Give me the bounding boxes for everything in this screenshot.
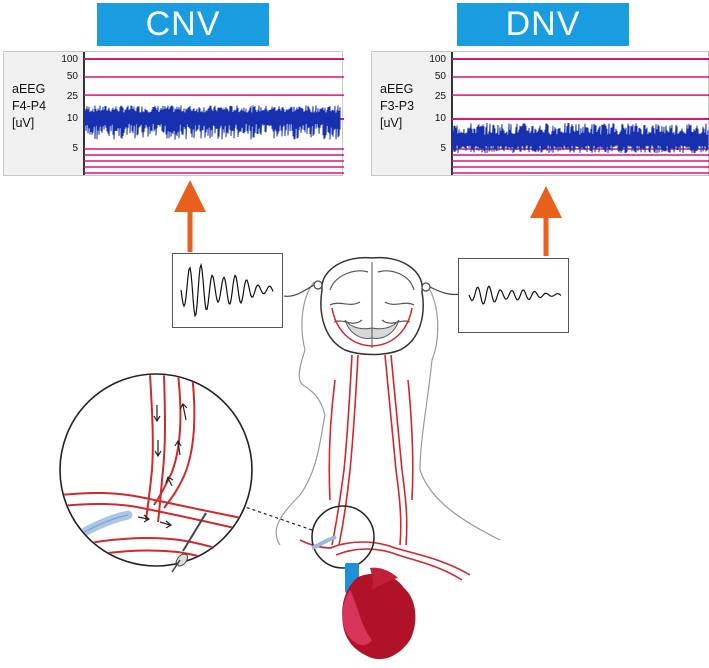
- eeg-wave-box-left: [172, 253, 283, 328]
- aeeg-panel-dnv: aEEG F3-P3 [uV] 100 50 25 10 5: [371, 51, 709, 176]
- cnv-title: CNV: [97, 3, 269, 46]
- vessel-network: [299, 354, 471, 581]
- aeeg-label-line: aEEG: [12, 82, 46, 96]
- aeeg-label-line: [uV]: [12, 116, 35, 130]
- aeeg-plot-dnv: [452, 58, 709, 174]
- brain-icon: [320, 256, 424, 356]
- tick-label: 100: [429, 54, 446, 65]
- needle-icon: [171, 512, 207, 573]
- heart-icon: [342, 563, 416, 660]
- tick-label: 25: [434, 91, 446, 102]
- eeg-wave-box-right: [458, 258, 569, 333]
- eeg-wave-icon: [468, 285, 562, 305]
- up-arrow-icon: [174, 180, 206, 252]
- magnified-view: [59, 373, 253, 573]
- magnifier-circle-icon: [311, 505, 375, 569]
- aeeg-label-area: [372, 52, 453, 175]
- tick-label: 25: [66, 91, 78, 102]
- aeeg-plot-cnv: [84, 58, 344, 174]
- aeeg-panel-cnv: aEEG F4-P4 [uV] 100 50 25 10 5: [3, 51, 344, 176]
- aeeg-label-line: F4-P4: [12, 99, 47, 113]
- tick-label: 10: [434, 113, 446, 124]
- up-arrow-icon: [530, 186, 562, 256]
- aeeg-trace: [84, 105, 341, 140]
- tick-label: 100: [61, 54, 78, 65]
- tick-label: 5: [72, 143, 78, 154]
- aeeg-label-line: [uV]: [380, 116, 403, 130]
- tick-label: 5: [440, 143, 446, 154]
- aeeg-trace: [452, 122, 709, 154]
- eeg-wave-icon: [180, 262, 274, 318]
- head-outline-icon: [275, 281, 326, 546]
- aeeg-label-line: F3-P3: [380, 99, 415, 113]
- tick-label: 50: [66, 71, 78, 82]
- tick-label: 10: [66, 113, 78, 124]
- aeeg-label-area: [4, 52, 85, 175]
- aeeg-label-line: aEEG: [380, 82, 414, 96]
- tick-label: 50: [434, 71, 446, 82]
- dnv-title: DNV: [457, 3, 629, 46]
